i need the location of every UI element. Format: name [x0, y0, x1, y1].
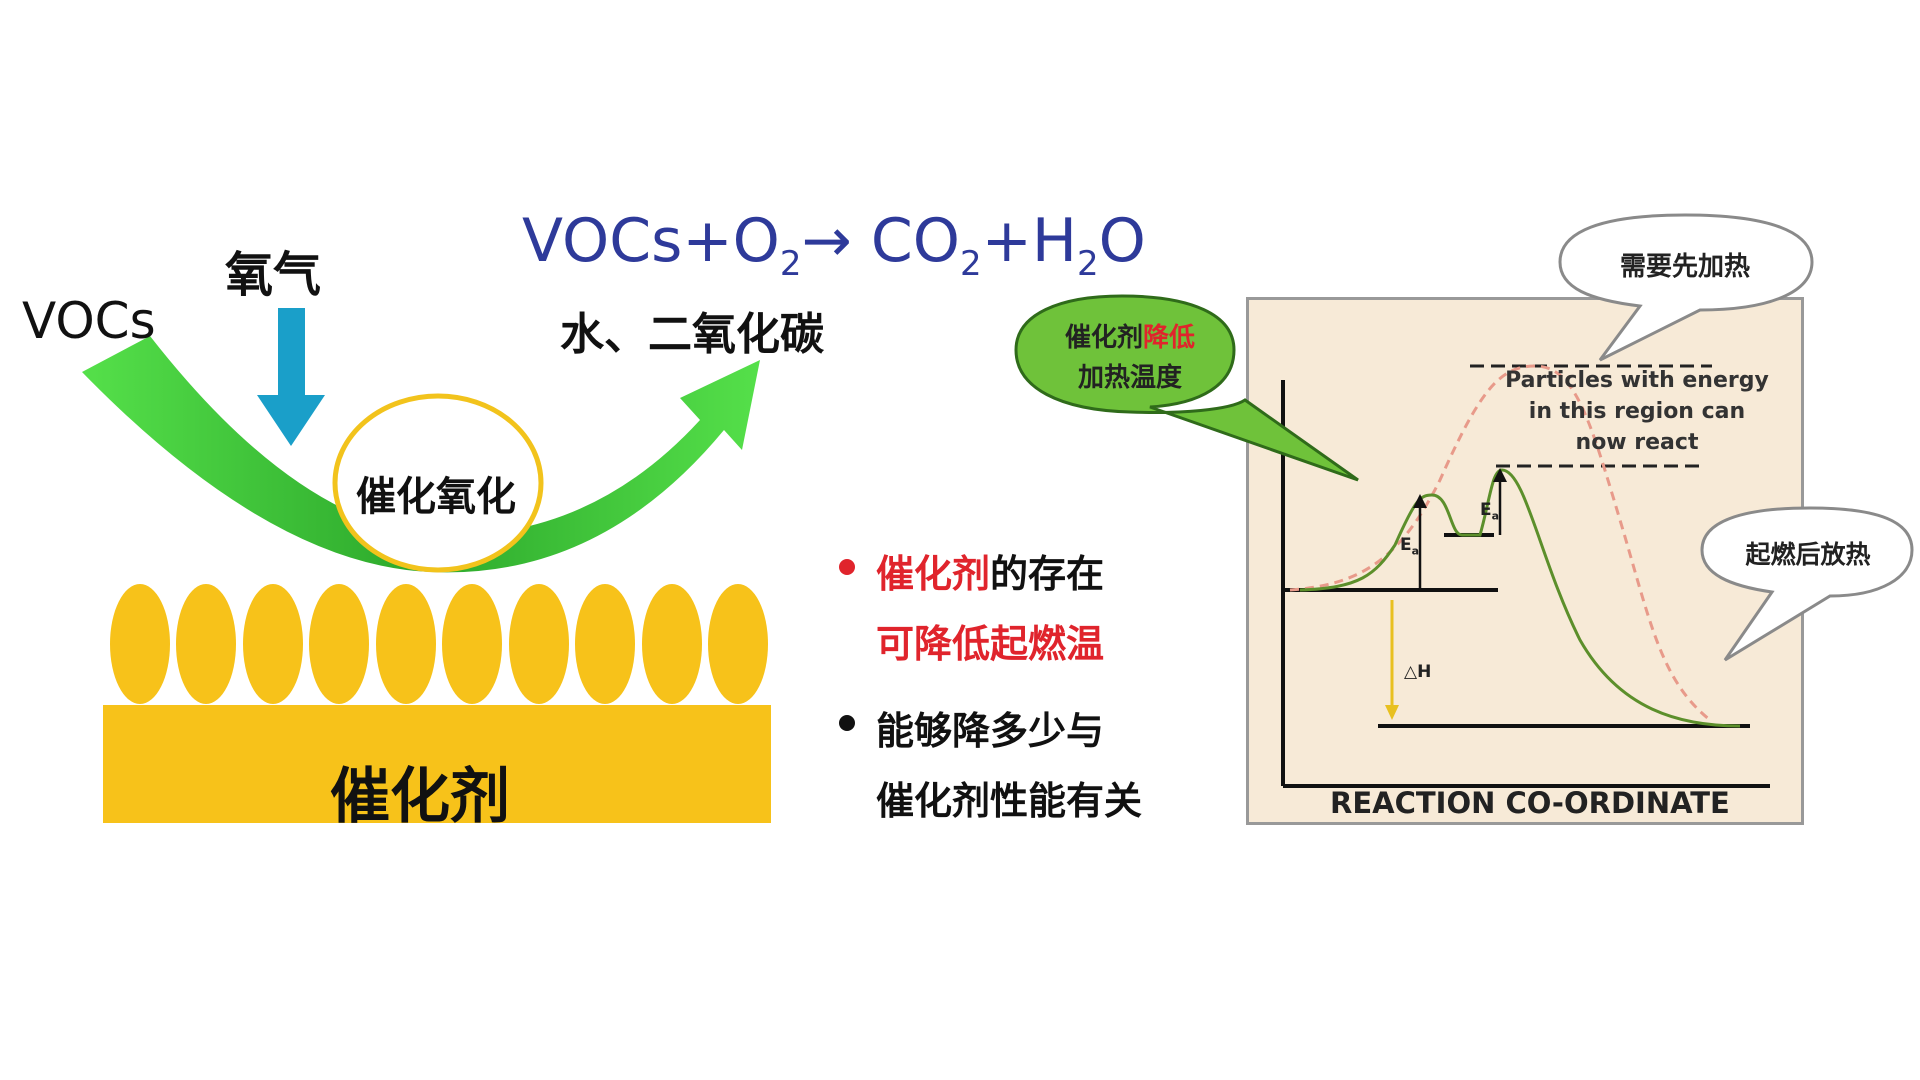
delta-h-label: △H: [1404, 662, 1431, 682]
bubble-green-red-text: 降低: [1143, 323, 1195, 353]
bubble-right-text: 起燃后放热: [1718, 535, 1898, 571]
delta-h-arrowhead: [1385, 705, 1399, 720]
bubble-top-text: 需要先加热: [1585, 246, 1785, 283]
ea-2-sub: a: [1492, 509, 1499, 522]
bubble-green-line-2: 加热温度: [1078, 363, 1182, 393]
reaction-region-text: Particles with energy in this region can…: [1502, 365, 1772, 458]
x-axis-label: REACTION CO-ORDINATE: [1330, 786, 1730, 820]
catalysed-curve: [1300, 470, 1740, 726]
ea-1-symbol: E: [1400, 535, 1412, 555]
bubble-right-shape: [1702, 508, 1912, 660]
activation-energy-label-1: Ea: [1400, 535, 1419, 557]
ea-2-symbol: E: [1480, 500, 1492, 520]
bubble-green-black-text: 催化剂: [1065, 323, 1143, 353]
ea-1-sub: a: [1412, 544, 1419, 557]
activation-energy-label-2: Ea: [1480, 500, 1499, 522]
bubble-green-text: 催化剂降低 加热温度: [1040, 318, 1220, 398]
bubble-top-shape: [1560, 215, 1812, 360]
